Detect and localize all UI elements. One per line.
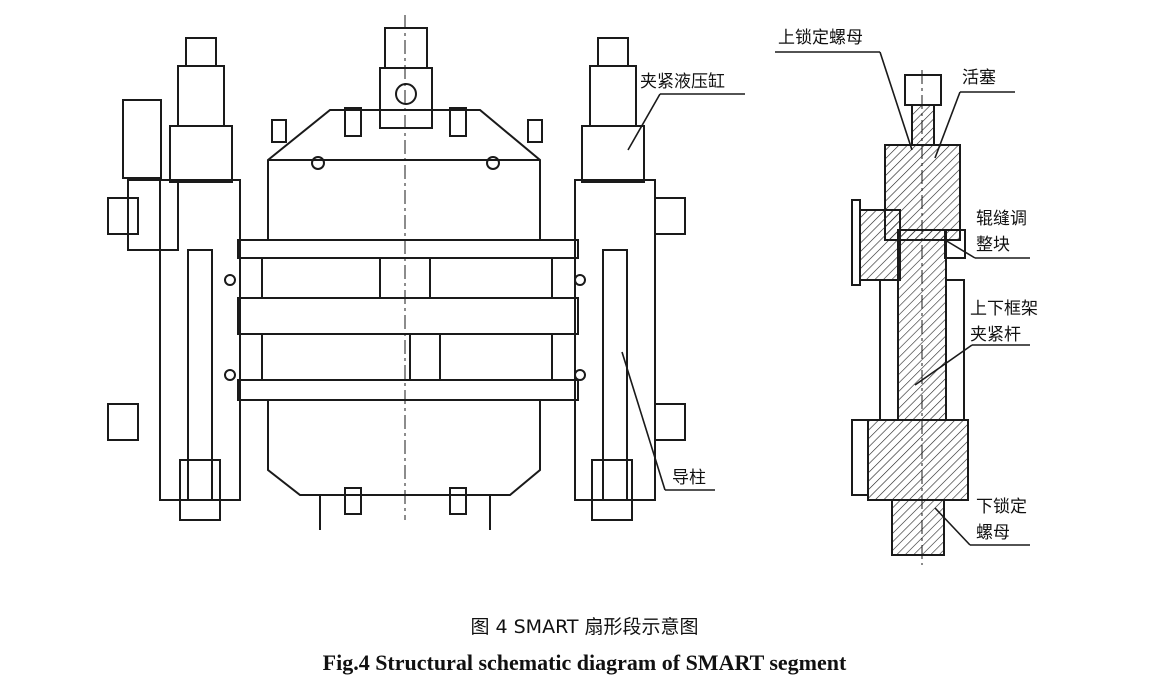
label-roll-gap-adjust-2: 整块 [976, 235, 1010, 255]
section-leaders [775, 51, 1030, 546]
label-clamp-cylinder: 夹紧液压缸 [640, 72, 725, 92]
label-lower-lock-nut-2: 螺母 [976, 523, 1010, 543]
label-clamp-rod-2: 夹紧杆 [970, 325, 1021, 345]
front-view [107, 15, 686, 530]
label-piston: 活塞 [962, 68, 996, 88]
figure-caption-english: Fig.4 Structural schematic diagram of SM… [322, 650, 847, 675]
label-roll-gap-adjust-1: 辊缝调 [976, 209, 1027, 229]
label-guide-post: 导柱 [672, 468, 706, 488]
label-clamp-rod-1: 上下框架 [970, 299, 1038, 319]
figure-caption-chinese: 图 4 SMART 扇形段示意图 [470, 616, 699, 638]
front-leaders [621, 93, 745, 491]
label-upper-lock-nut: 上锁定螺母 [778, 28, 863, 48]
section-view [851, 70, 969, 565]
smart-segment-diagram [107, 15, 1030, 565]
label-lower-lock-nut-1: 下锁定 [976, 497, 1027, 517]
